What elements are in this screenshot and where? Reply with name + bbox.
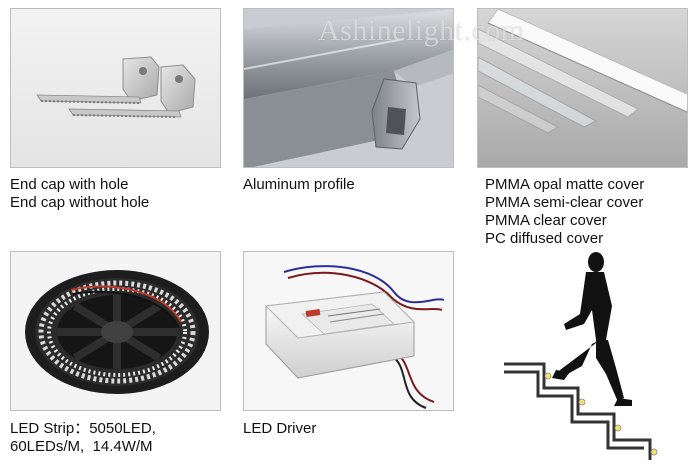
stair-silhouette-illustration [500,248,690,462]
watermark: Ashinelight.com [318,14,525,47]
covers-caption-line-4: PC diffused cover [485,230,604,247]
stair-silhouette-svg [504,252,658,460]
stair-led-lights [544,372,658,456]
person-silhouette [552,252,632,406]
led-driver-caption-line-1: LED Driver [243,420,317,437]
led-strip-caption-line-1: LED Strip：5050LED, [10,420,156,437]
aluminum-profile-illustration [244,9,453,167]
covers-caption-line-2: PMMA semi-clear cover [485,194,644,211]
covers-caption-line-1: PMMA opal matte cover [485,176,645,193]
led-strip-caption-line-2: 60LEDs/M, 14.4W/M [10,438,153,455]
covers-illustration [478,9,687,167]
led-driver-photo [243,251,454,411]
end-cap-photo [10,8,221,168]
aluminum-profile-caption-line-1: Aluminum profile [243,176,355,193]
led-strip-photo [10,251,221,411]
stair-steps [504,362,652,460]
end-cap-caption-line-2: End cap without hole [10,194,150,211]
covers-caption: PMMA opal matte cover PMMA semi-clear co… [485,176,644,248]
covers-photo [477,8,688,168]
end-cap-illustration [11,9,220,167]
end-cap-caption: End cap with hole End cap without hole [10,176,149,212]
aluminum-profile-caption: Aluminum profile [243,176,355,194]
covers-caption-line-3: PMMA clear cover [485,212,607,229]
led-driver-illustration [244,252,453,410]
led-driver-caption: LED Driver [243,420,316,438]
aluminum-profile-photo [243,8,454,168]
led-strip-caption: LED Strip：5050LED, 60LEDs/M, 14.4W/M [10,420,156,456]
end-cap-caption-line-1: End cap with hole [10,176,129,193]
led-strip-reel-illustration [11,252,220,410]
